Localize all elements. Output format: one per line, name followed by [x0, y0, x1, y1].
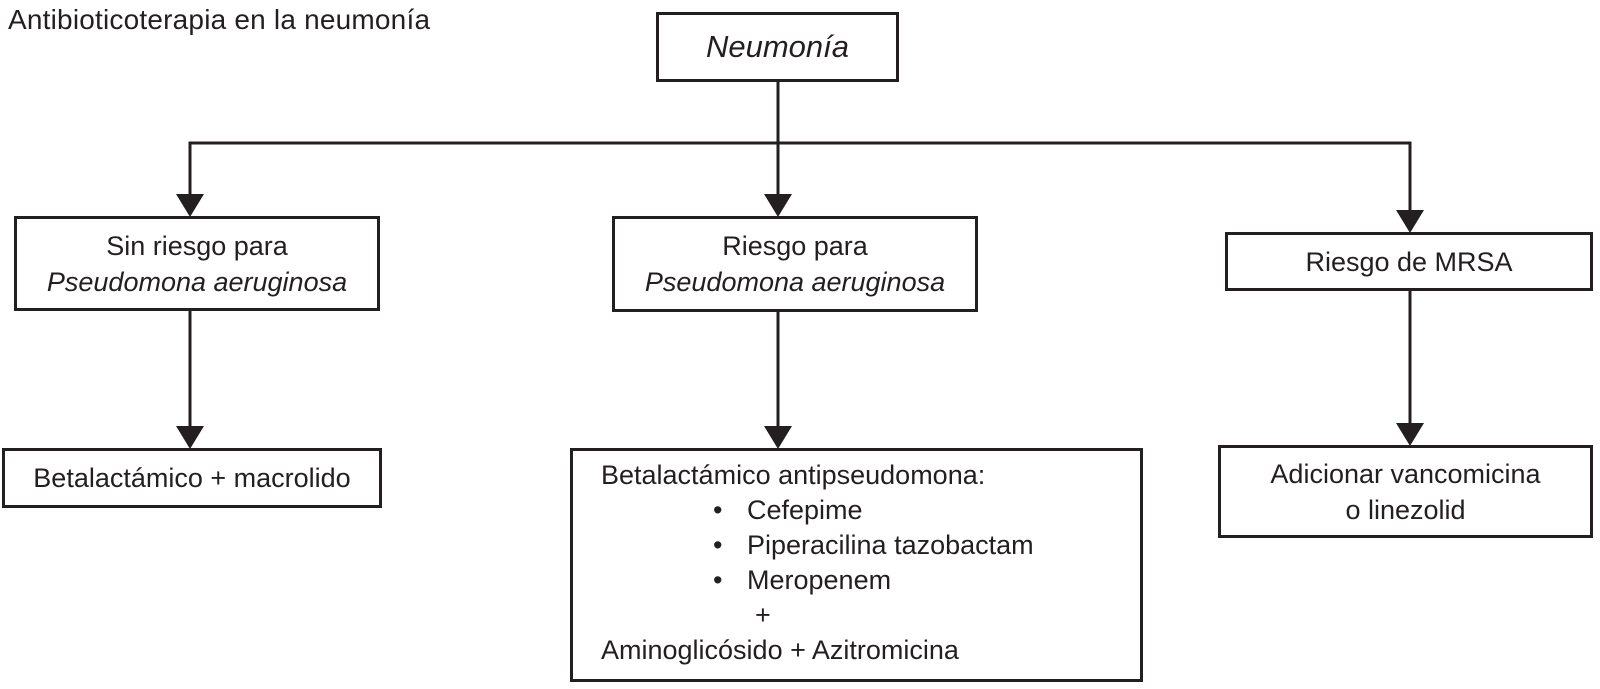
- node-betalactamico-macrolido: Betalactámico + macrolido: [2, 448, 382, 508]
- arrowhead-cond-left: [176, 194, 204, 217]
- condition-text-line2: Pseudomona aeruginosa: [46, 266, 348, 297]
- arrowhead-cond-mid: [764, 194, 792, 217]
- node-riesgo-mrsa: Riesgo de MRSA: [1225, 232, 1593, 291]
- bullet-item: • Cefepime: [713, 493, 1140, 528]
- bullet-label: Meropenem: [747, 565, 892, 595]
- node-adicionar-vancomicina: Adicionar vancomicina o linezolid: [1218, 445, 1593, 538]
- treatment-footer: Aminoglicósido + Azitromicina: [601, 635, 959, 665]
- node-riesgo-pseudomona: Riesgo para Pseudomona aeruginosa: [612, 216, 978, 312]
- treatment-text: Betalactámico + macrolido: [33, 463, 351, 493]
- node-neumonia-label: Neumonía: [705, 29, 850, 64]
- bullet-icon: •: [713, 495, 723, 525]
- bullet-label: Piperacilina tazobactam: [747, 530, 1034, 560]
- condition-text-line1: Riesgo para: [722, 231, 868, 261]
- condition-text-line2: Pseudomona aeruginosa: [644, 267, 946, 297]
- condition-text-line1: Sin riesgo para: [106, 230, 288, 261]
- arrowhead-treat-mid: [764, 426, 792, 449]
- bullet-icon: •: [713, 565, 723, 595]
- bullet-label: Cefepime: [747, 495, 863, 525]
- node-betalactamico-antipseudomona: Betalactámico antipseudomona: • Cefepime…: [570, 448, 1143, 682]
- treatment-text-line1: Adicionar vancomicina: [1270, 458, 1541, 489]
- node-sin-riesgo-pseudomona: Sin riesgo para Pseudomona aeruginosa: [14, 216, 380, 311]
- plus-separator: +: [755, 600, 771, 630]
- treatment-header: Betalactámico antipseudomona:: [601, 460, 986, 490]
- bullet-item: • Meropenem: [713, 563, 1140, 598]
- bullet-icon: •: [713, 530, 723, 560]
- bullet-item: • Piperacilina tazobactam: [713, 528, 1140, 563]
- node-neumonia: Neumonía: [656, 12, 899, 82]
- arrowhead-treat-left: [176, 426, 204, 449]
- treatment-text-line2: o linezolid: [1345, 494, 1466, 525]
- arrowhead-treat-right: [1396, 423, 1424, 446]
- condition-text: Riesgo de MRSA: [1305, 246, 1513, 277]
- arrowhead-cond-right: [1396, 210, 1424, 233]
- diagram-title: Antibioticoterapia en la neumonía: [8, 4, 431, 35]
